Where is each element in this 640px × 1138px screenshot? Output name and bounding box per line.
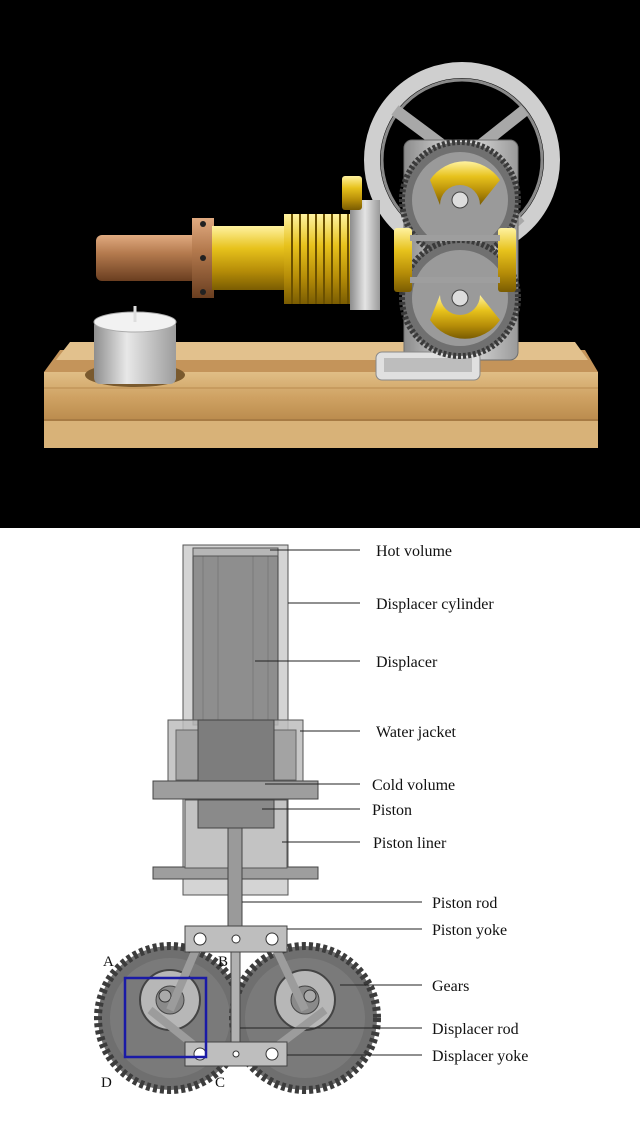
label-displacer-yoke: Displacer yoke (432, 1048, 528, 1065)
upper-gear (399, 139, 521, 261)
label-piston-yoke: Piston yoke (432, 922, 507, 939)
leader-lines (240, 549, 422, 1056)
label-gears: Gears (432, 978, 469, 995)
label-cold-volume: Cold volume (372, 777, 455, 794)
yokes (394, 228, 516, 292)
point-c: C (215, 1075, 225, 1091)
label-hot-volume: Hot volume (376, 543, 452, 560)
label-piston: Piston (372, 802, 412, 819)
upper-flange (152, 780, 319, 800)
label-water-jacket: Water jacket (376, 724, 457, 741)
candle (85, 306, 185, 387)
label-piston-liner: Piston liner (373, 835, 447, 852)
hot-cylinder (96, 218, 214, 298)
displacer-rod (230, 951, 241, 1045)
point-d: D (101, 1075, 112, 1091)
piston-rod (227, 827, 243, 929)
label-displacer-cylinder: Displacer cylinder (376, 596, 494, 613)
engine-render-panel (0, 0, 640, 528)
label-piston-rod: Piston rod (432, 895, 497, 912)
schematic-diagram: A B C D Hot volume Displacer cylinder Di… (94, 543, 528, 1094)
schematic-panel: A B C D Hot volume Displacer cylinder Di… (0, 528, 640, 1138)
label-displacer: Displacer (376, 654, 438, 671)
point-a: A (103, 954, 114, 970)
displacer (192, 554, 279, 726)
point-b: B (218, 954, 228, 970)
right-gear (229, 942, 381, 1094)
highlight-box (123, 976, 208, 1059)
brass-cylinder (212, 176, 380, 310)
engine-render (44, 62, 598, 448)
lower-gear (399, 237, 521, 359)
piston (197, 799, 275, 829)
label-displacer-rod: Displacer rod (432, 1021, 519, 1038)
